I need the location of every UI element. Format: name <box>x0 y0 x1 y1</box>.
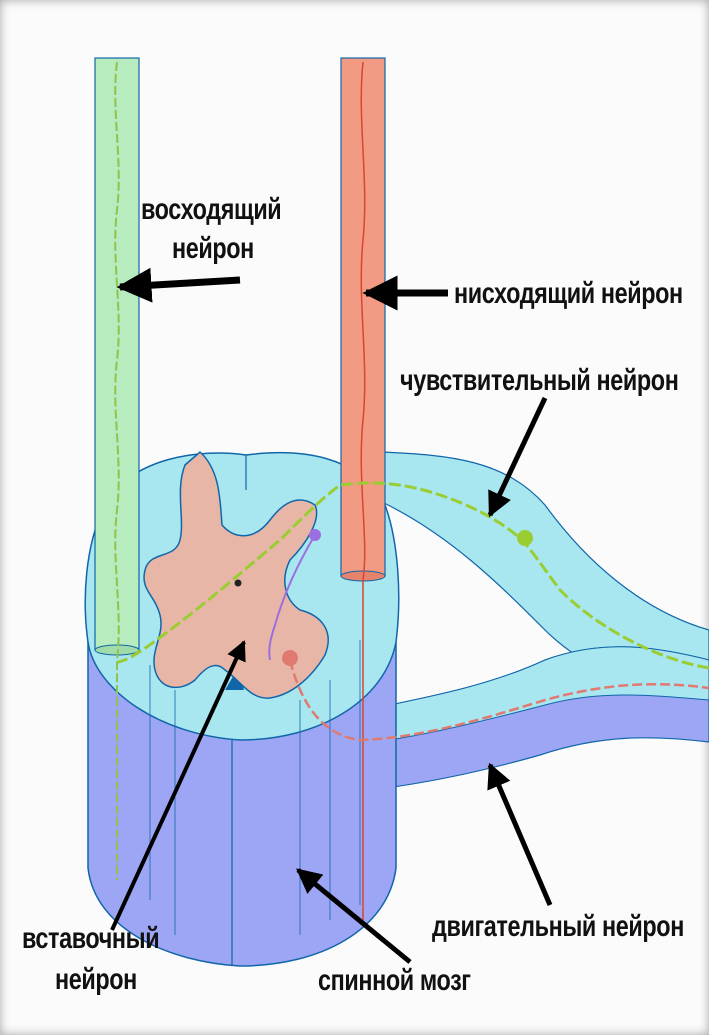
arrow-motor <box>490 765 550 905</box>
interneuron-body <box>309 529 321 541</box>
label-descending: нисходящий нейрон <box>454 277 683 311</box>
label-interneuron-line2: нейрон <box>55 963 137 997</box>
sensory-neuron-body <box>517 530 533 546</box>
central-canal <box>235 580 242 587</box>
label-motor: двигательный нейрон <box>432 910 684 944</box>
label-interneuron-line1: вставочный <box>22 922 159 956</box>
label-spinal-cord: спинной мозг <box>318 964 471 998</box>
label-ascending-line2: нейрон <box>172 232 254 266</box>
motor-neuron-body <box>282 650 298 666</box>
label-ascending-line1: восходящий <box>141 193 281 227</box>
label-sensory: чувствительный нейрон <box>400 364 678 398</box>
